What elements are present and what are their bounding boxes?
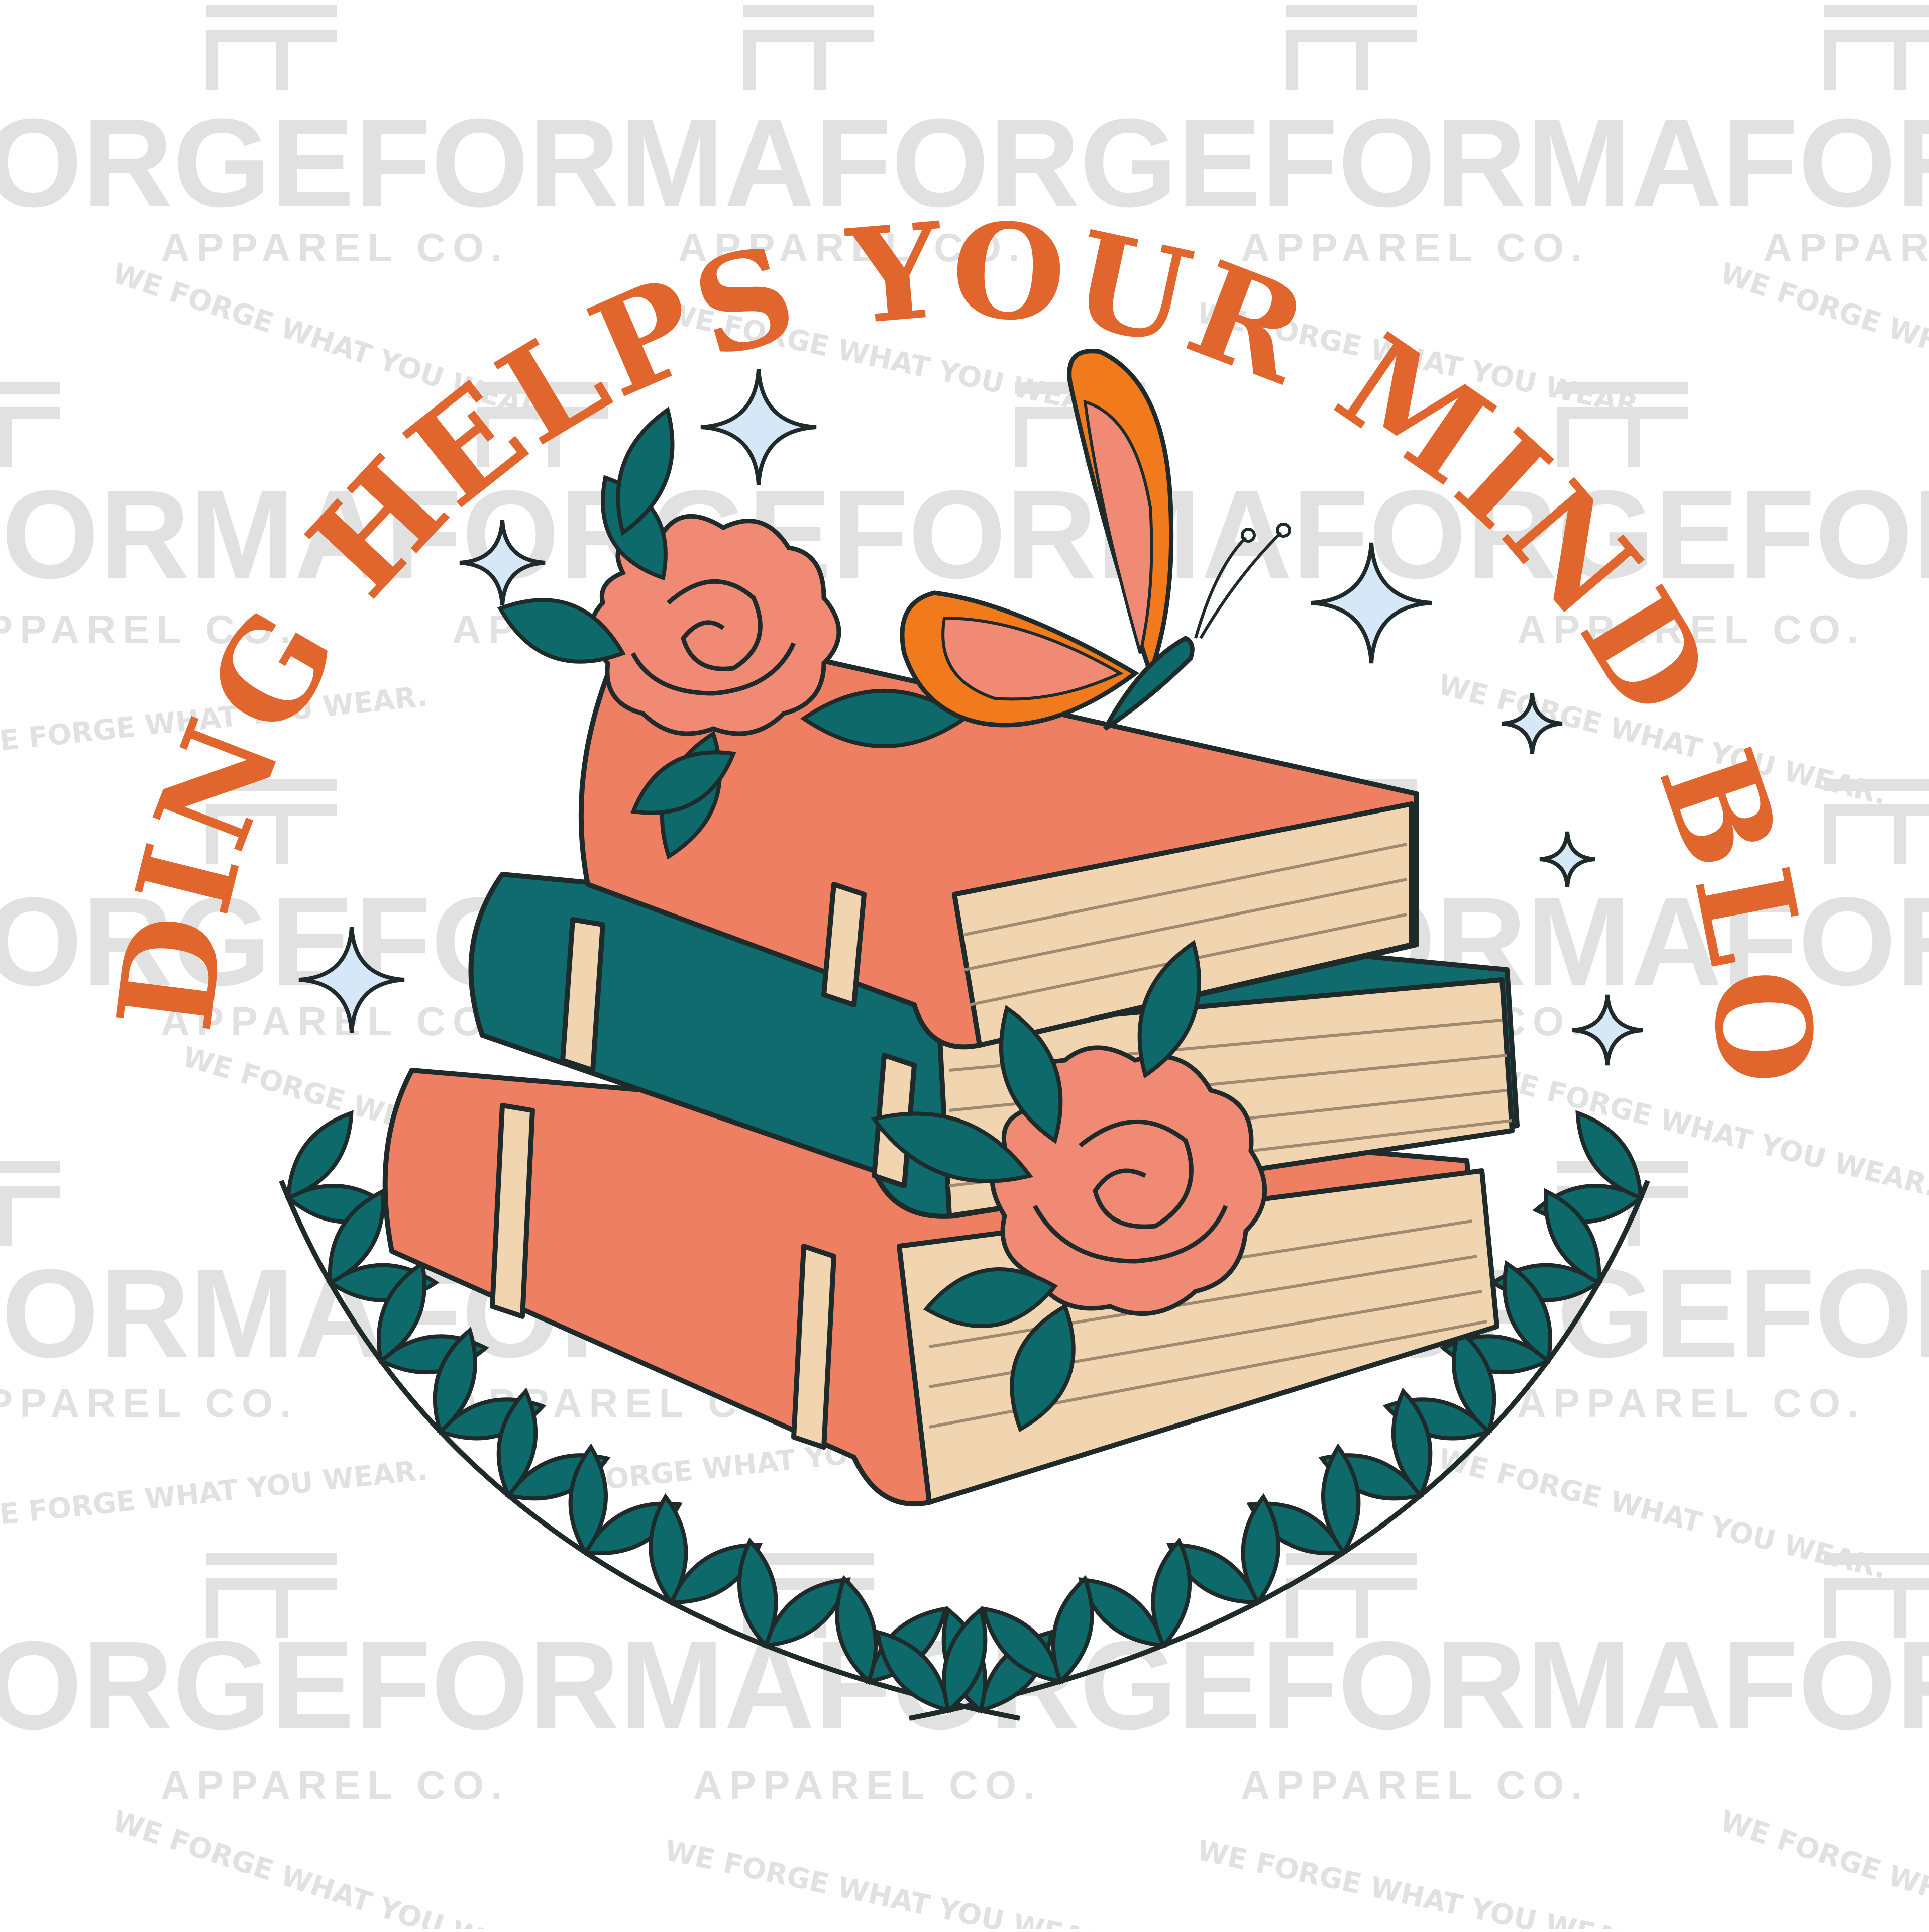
sparkle-icon bbox=[1572, 994, 1643, 1066]
leaf-icon bbox=[1575, 1110, 1643, 1201]
leaf-icon bbox=[871, 1111, 1033, 1183]
laurel-icon bbox=[279, 1110, 1650, 1721]
sparkle-icon bbox=[298, 927, 405, 1033]
sparkle-icon bbox=[1311, 542, 1432, 664]
leaf-icon bbox=[668, 1543, 763, 1604]
leaf-icon bbox=[942, 1606, 988, 1714]
sparkle-icon bbox=[1539, 831, 1595, 887]
tf-logo-icon bbox=[1286, 1553, 1417, 1638]
watermark-tagline: APPAREL CO. bbox=[1241, 225, 1589, 270]
leaf-icon bbox=[1166, 1543, 1261, 1604]
watermark-tagline: APPAREL CO. bbox=[0, 607, 298, 652]
leaf-icon bbox=[630, 750, 736, 815]
watermark-tagline: APPAREL CO. bbox=[1763, 225, 1929, 270]
watermark-slogan: WE FORGE WHAT YOU WEAR. bbox=[0, 1454, 429, 1535]
leaf-icon bbox=[875, 1629, 951, 1713]
watermark-tagline: APPAREL CO. bbox=[1517, 1381, 1865, 1426]
watermark-slogan: WE FORGE WHAT YOU WEAR. bbox=[1716, 257, 1929, 430]
leaf-icon bbox=[1543, 1188, 1601, 1286]
leaf-icon bbox=[923, 1267, 1058, 1329]
watermark-tagline: APPAREL CO. bbox=[693, 1763, 1041, 1807]
watermark-tagline: APPAREL CO. bbox=[161, 1763, 509, 1807]
book-icon bbox=[578, 616, 1419, 1050]
watermark-tagline: APPAREL CO. bbox=[0, 1381, 298, 1426]
leaf-icon bbox=[649, 1493, 688, 1606]
leaf-icon bbox=[1241, 1493, 1280, 1606]
watermark-slogan: WE FORGE WHAT YOU WEAR. bbox=[109, 1804, 557, 1929]
rose-leaves bbox=[497, 406, 1201, 1433]
watermark-slogan: WE FORGE WHAT YOU WEAR. bbox=[1194, 1834, 1652, 1929]
watermark-tagline: APPAREL CO. bbox=[161, 999, 509, 1044]
leaf-icon bbox=[496, 1387, 538, 1499]
leaf-icon bbox=[616, 406, 675, 536]
leaf-icon bbox=[1321, 1443, 1361, 1556]
leaf-icon bbox=[286, 1110, 354, 1201]
leaf-icon bbox=[737, 1537, 778, 1649]
leaf-icon bbox=[1391, 1387, 1433, 1499]
watermark-slogan: WE FORGE WHAT YOU WEAR. bbox=[662, 1834, 1119, 1929]
tf-logo-icon bbox=[743, 5, 874, 90]
watermark-tagline: APPAREL CO. bbox=[161, 225, 509, 270]
tf-logo-icon bbox=[206, 1553, 337, 1638]
tf-logo-icon bbox=[0, 1161, 60, 1246]
tf-logo-icon bbox=[0, 382, 60, 467]
leaf-icon bbox=[1010, 1303, 1076, 1433]
leaf-icon bbox=[1151, 1537, 1192, 1649]
watermark-brand-row: FORMAFORGEFORMAFORGEFORMAFORGEFORMAFORGE bbox=[0, 1615, 1929, 1755]
leaf-icon bbox=[1137, 940, 1201, 1079]
watermark-tagline: APPAREL CO. bbox=[1517, 607, 1865, 652]
tf-logo-icon bbox=[1824, 779, 1929, 864]
tf-logo-icon bbox=[1557, 382, 1688, 467]
watermark-tagline: APPAREL CO. bbox=[1241, 1763, 1589, 1807]
sparkle-icon bbox=[1502, 693, 1563, 754]
leaf-icon bbox=[497, 598, 626, 664]
leaf-icon bbox=[568, 1443, 608, 1556]
watermark-slogan: WE FORGE WHAT YOU WEAR. bbox=[1716, 1804, 1929, 1929]
tf-logo-icon bbox=[477, 382, 608, 467]
tf-logo-icon bbox=[1286, 5, 1417, 90]
leaf-icon bbox=[433, 1327, 477, 1435]
watermark-slogan: WE FORGE WHAT YOU WEAR. bbox=[1435, 1443, 1890, 1586]
tf-logo-icon bbox=[1824, 5, 1929, 90]
tf-logo-icon bbox=[206, 5, 337, 90]
leaf-icon bbox=[1503, 1260, 1552, 1364]
leaf-icon bbox=[1051, 1575, 1094, 1685]
leaf-icon bbox=[999, 1005, 1063, 1144]
butterfly-icon bbox=[900, 349, 1291, 731]
sparkle-icon bbox=[459, 520, 546, 606]
tf-logo-icon bbox=[1824, 1553, 1929, 1638]
leaf-icon bbox=[835, 1575, 878, 1685]
sparkle-icon bbox=[298, 369, 1643, 1066]
watermark-tagline: APPAREL CO. bbox=[678, 225, 1026, 270]
sparkle-icon bbox=[700, 369, 817, 485]
leaf-icon bbox=[981, 1606, 1063, 1684]
tf-logo-icon bbox=[206, 779, 337, 864]
watermark-brand-row: FORMAFORGEFORMAFORGEFORMAFORGEFORMAFORGE bbox=[0, 92, 1929, 233]
